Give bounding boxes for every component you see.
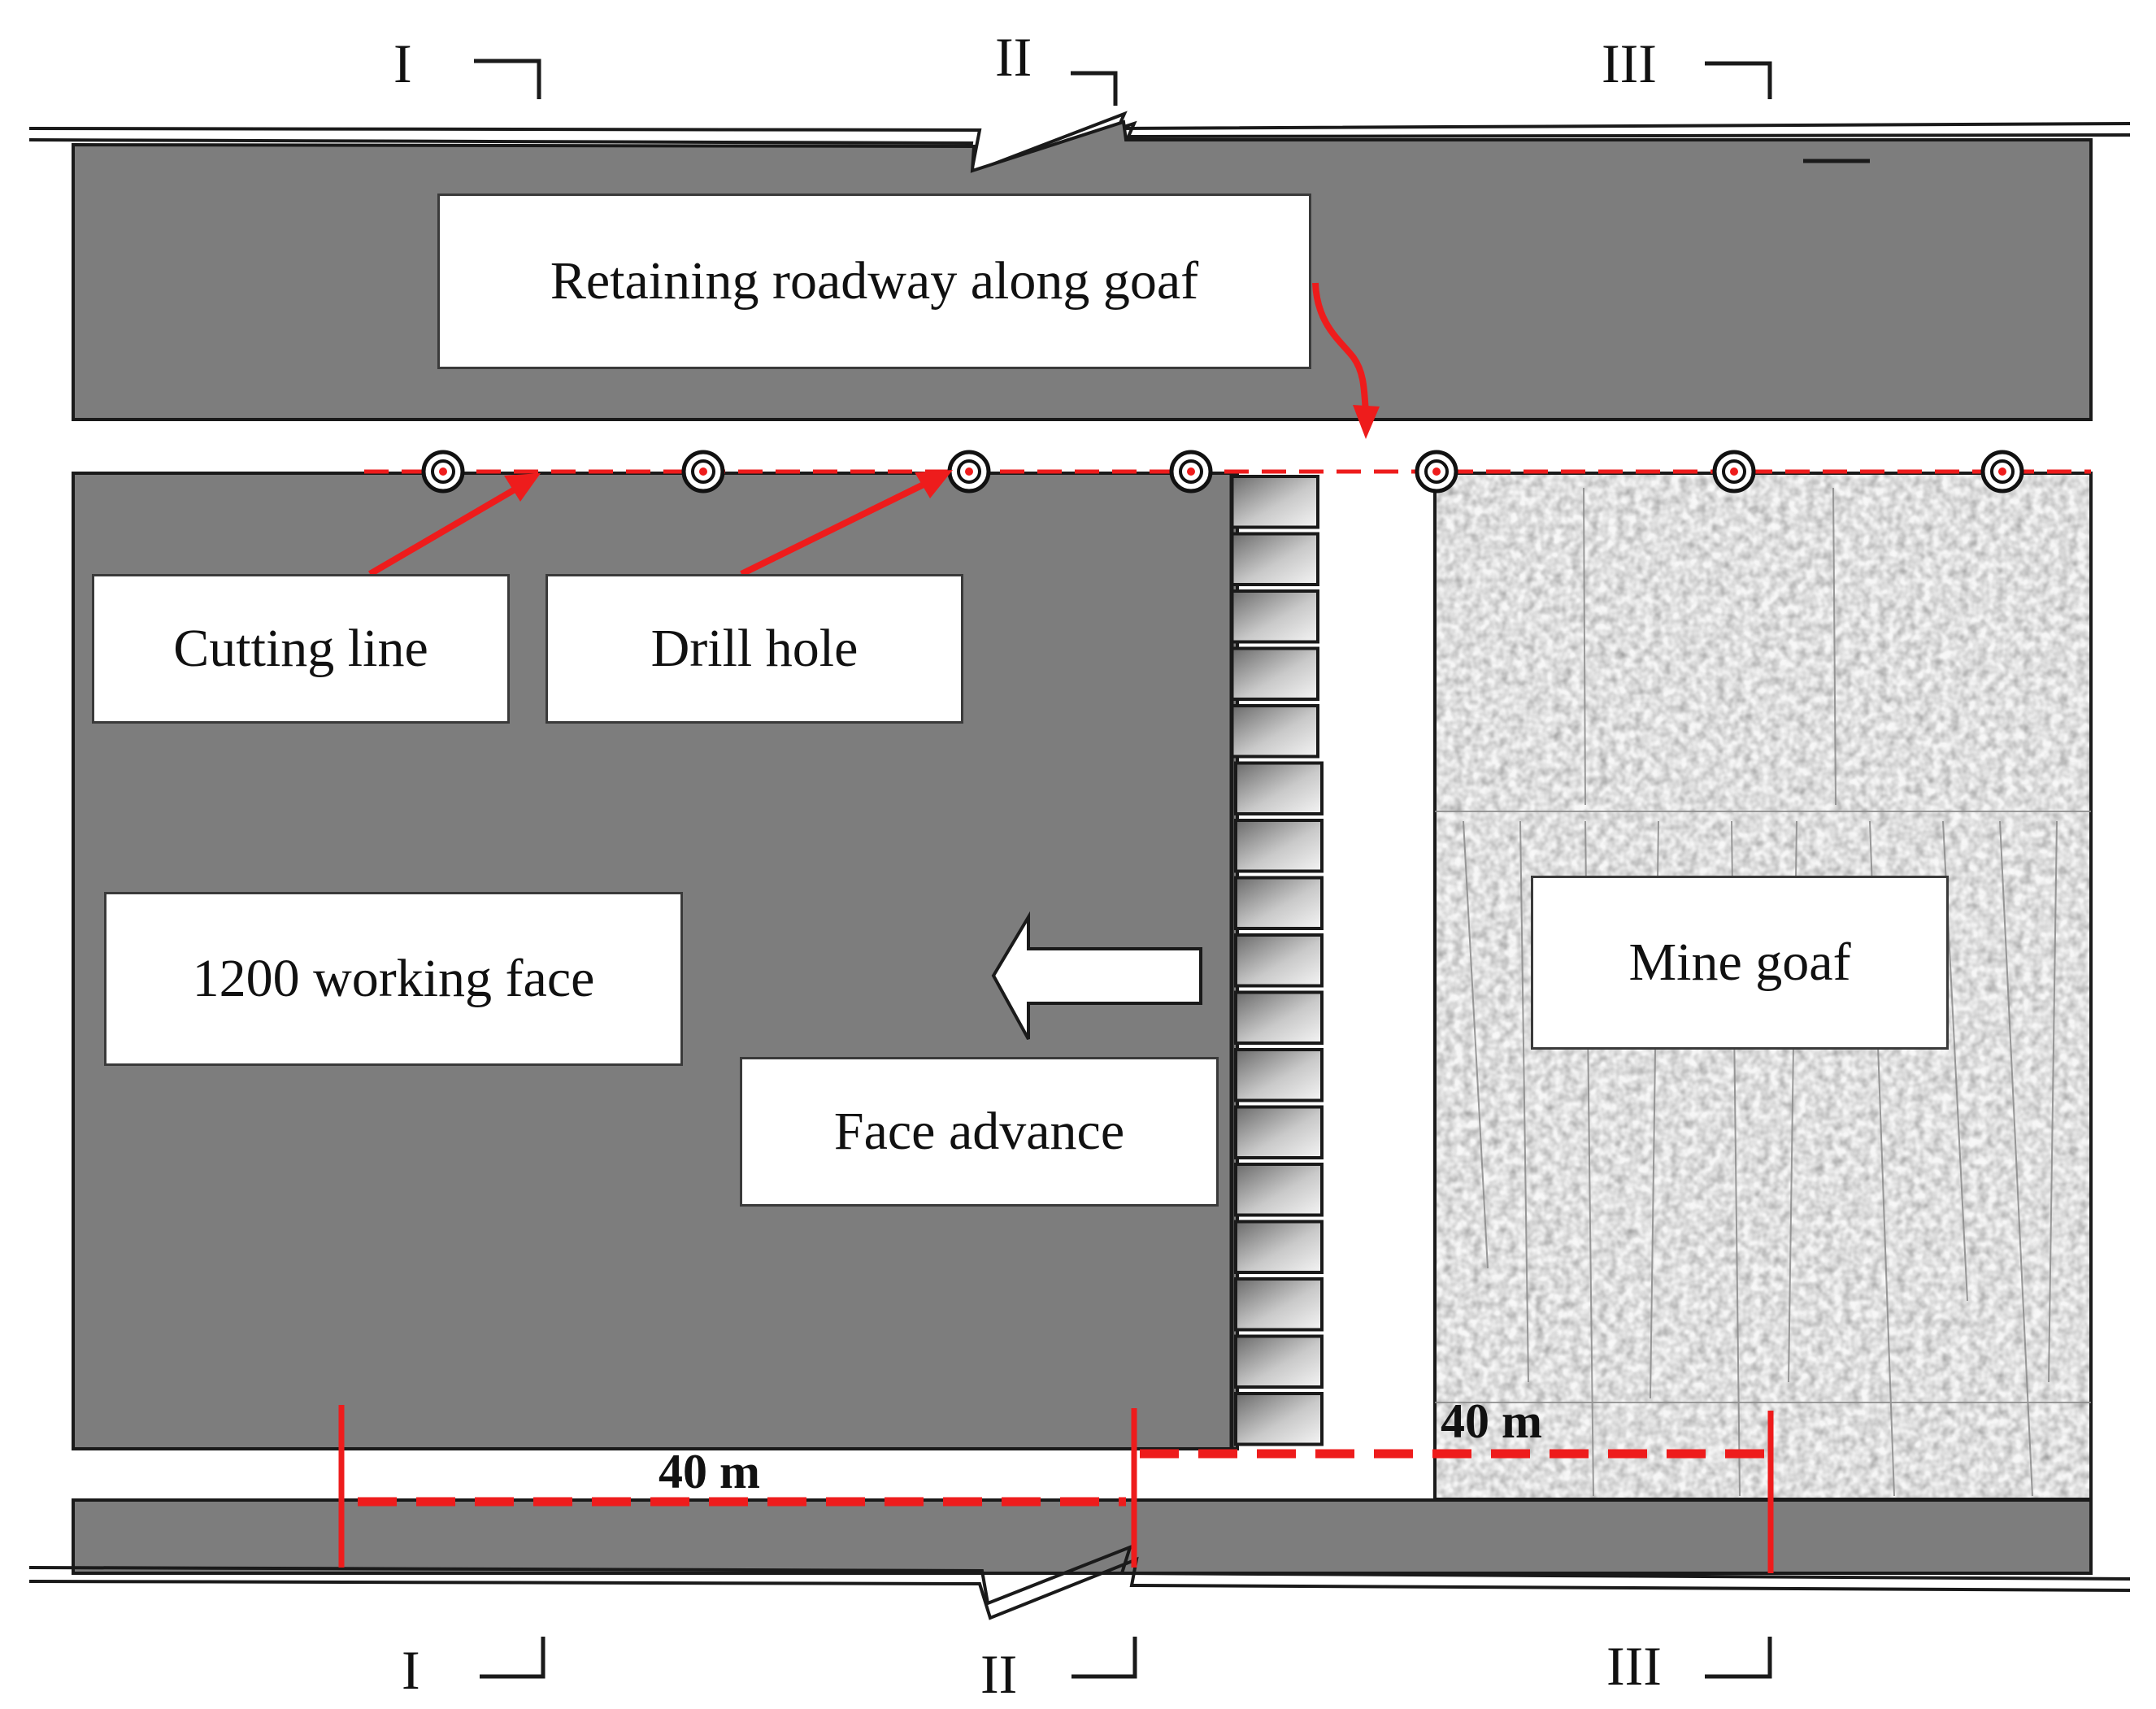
label-retaining-roadway: Retaining roadway along goaf [437,194,1311,369]
pointer-arrows [367,282,1380,577]
bottom-roadway-boundary [28,1544,2131,1620]
support-block [1234,876,1324,930]
support-block [1234,933,1324,988]
section-markers [474,59,1772,1679]
label-cutting-line: Cutting line [92,574,510,724]
drill-hole-icon [1712,450,1756,494]
label-mine-goaf: Mine goaf [1531,876,1949,1050]
support-block [1230,704,1319,759]
support-block [1234,819,1324,873]
section-bottom-1: I [402,1639,420,1701]
label-working-face: 1200 working face [104,892,683,1066]
section-top-3: III [1602,33,1657,94]
support-block [1234,1163,1324,1217]
drill-hole-icon [421,450,465,494]
support-block [1234,1277,1324,1332]
section-bottom-3: III [1606,1635,1662,1697]
support-block [1230,646,1319,701]
drill-hole-icon [681,450,725,494]
face-advance-arrow [991,911,1202,1040]
drill-hole-icon [1169,450,1213,494]
dimension-label-left: 40 m [659,1445,760,1498]
support-block [1234,1334,1324,1389]
support-block [1230,589,1319,644]
section-bottom-2: II [980,1643,1018,1705]
support-block [1234,1392,1324,1446]
dimension-lines [338,1405,1774,1573]
label-drill-hole: Drill hole [546,574,963,724]
label-face-advance: Face advance [740,1057,1219,1207]
support-block [1230,532,1319,586]
drill-hole-icon [947,450,991,494]
support-block [1234,1220,1324,1274]
support-block [1234,761,1324,815]
hydraulic-support-column [1229,473,1324,1449]
section-top-2: II [995,26,1032,88]
support-block [1230,475,1319,529]
drill-hole-icon [1980,450,2024,494]
section-top-1: I [393,33,412,94]
support-block [1234,990,1324,1045]
drill-holes [421,450,2024,494]
drill-hole-icon [1415,450,1458,494]
support-block [1234,1105,1324,1159]
dimension-label-right: 40 m [1441,1394,1542,1448]
lower-rock-band [72,1498,2093,1575]
support-block [1234,1048,1324,1102]
